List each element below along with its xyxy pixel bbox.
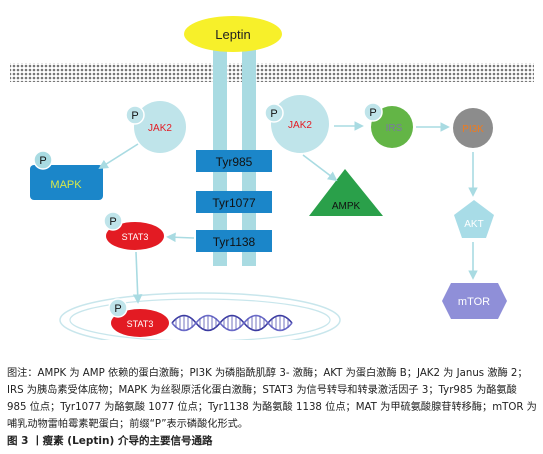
ampk-label: AMPK — [332, 201, 361, 212]
jak2-left-phospho-label: P — [131, 110, 138, 122]
akt-label: AKT — [464, 219, 483, 230]
irs-phospho-label: P — [369, 107, 376, 119]
arrow-stat3-to-nucleus — [132, 251, 143, 304]
tyr1077-box — [196, 191, 272, 213]
caption-note: 图注：AMPK 为 AMP 依赖的蛋白激酶；PI3K 为磷脂酰肌醇 3- 激酶；… — [7, 368, 537, 430]
irs-phospho — [363, 102, 383, 122]
arrow-tyr1138-to-stat3 — [166, 232, 195, 243]
pi3k-label: PI3K — [462, 124, 484, 135]
jak2-left-node — [134, 101, 186, 153]
akt-node — [454, 200, 494, 238]
tyr985-box — [196, 150, 272, 172]
stat3-cyto-phospho-label: P — [109, 216, 116, 228]
cell-membrane — [10, 63, 534, 82]
mapk-phospho — [33, 150, 53, 170]
stat3-cyto-label: STAT3 — [122, 232, 149, 242]
stat3-cyto-phospho — [103, 211, 123, 231]
arrow-jak2-to-mapk — [98, 143, 139, 170]
stat3-nucleus-phospho-label: P — [114, 303, 121, 315]
jak2-right-phospho-label: P — [270, 108, 277, 120]
leptin-label: Leptin — [215, 27, 250, 42]
mtor-node — [442, 283, 507, 319]
stat3-nucleus-phospho — [108, 298, 128, 318]
mapk-label: MAPK — [50, 179, 82, 191]
mapk-node — [30, 165, 103, 200]
figure-title: 图 3 丨瘦素 (Leptin) 介导的主要信号通路 — [7, 435, 213, 447]
ampk-node — [309, 169, 383, 216]
mtor-label: mTOR — [458, 296, 490, 308]
arrow-jak2-to-ampk — [302, 154, 338, 182]
leptin-ligand — [184, 16, 282, 52]
dna-helix — [171, 314, 293, 332]
stat3-nucleus-label: STAT3 — [127, 319, 154, 329]
jak2-right-phospho — [264, 103, 284, 123]
leptin-signaling-diagram: Leptin Tyr985 Tyr1077 Tyr1138 JAK2 P MAP… — [10, 16, 534, 348]
tyr985-label: Tyr985 — [216, 155, 253, 169]
mapk-phospho-label: P — [39, 155, 46, 167]
tyr1138-box — [196, 230, 272, 252]
nucleus-outer — [59, 292, 341, 348]
pi3k-node — [453, 108, 493, 148]
jak2-left-phospho — [125, 105, 145, 125]
irs-label: IRS — [386, 123, 403, 134]
stat3-nucleus-node — [111, 309, 169, 337]
jak2-right-node — [271, 95, 329, 153]
jak2-left-label: JAK2 — [148, 123, 172, 134]
figure-caption: 图注：AMPK 为 AMP 依赖的蛋白激酶；PI3K 为磷脂酰肌醇 3- 激酶；… — [7, 365, 537, 450]
tyr1077-label: Tyr1077 — [212, 196, 256, 210]
jak2-right-label: JAK2 — [288, 120, 312, 131]
stat3-cyto-node — [106, 222, 164, 250]
tyr1138-label: Tyr1138 — [213, 235, 256, 249]
